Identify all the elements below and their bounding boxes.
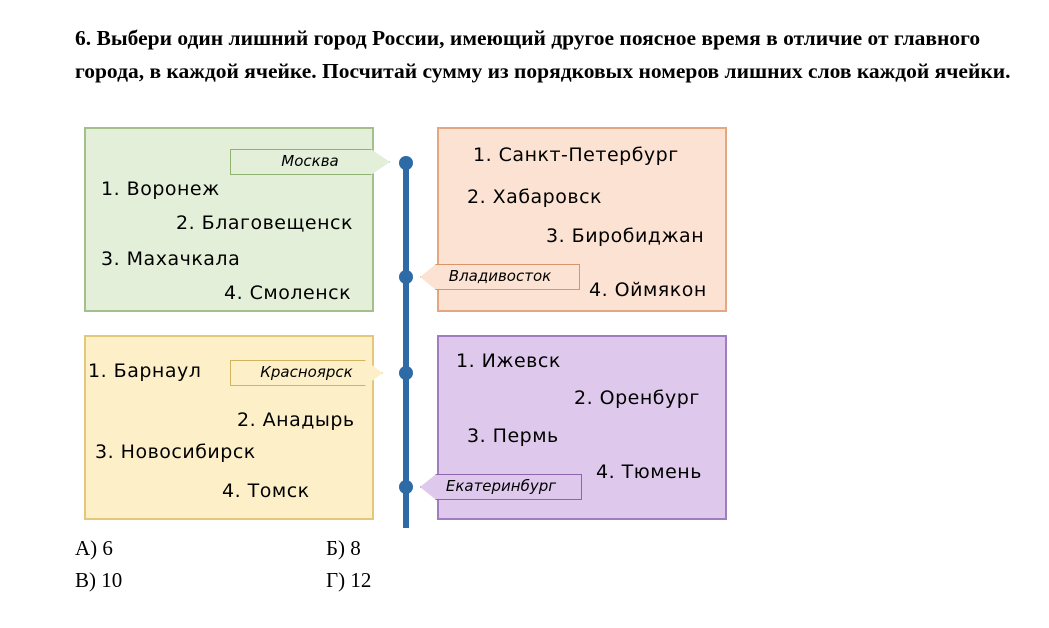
city-item: 1. Воронеж	[101, 178, 220, 200]
city-item: 3. Новосибирск	[95, 441, 256, 463]
city-item: 2. Благовещенск	[176, 212, 353, 234]
timeline-line	[403, 160, 409, 528]
answer-option-v: В) 10	[75, 568, 123, 592]
city-item: 1. Ижевск	[456, 350, 561, 372]
main-city-tag: Екатеринбург	[420, 474, 582, 500]
city-item: 2. Анадырь	[237, 409, 355, 431]
main-city-tag: Владивосток	[420, 264, 580, 290]
answer-option-a: А) 6	[75, 536, 113, 560]
answer-option-b: Б) 8	[326, 536, 361, 560]
city-item: 3. Пермь	[467, 425, 559, 447]
city-item: 2. Оренбург	[574, 387, 700, 409]
city-item: 3. Биробиджан	[546, 225, 705, 247]
timeline-dot	[399, 156, 413, 170]
timeline-dot	[399, 270, 413, 284]
timeline-dot	[399, 366, 413, 380]
city-item: 4. Тюмень	[596, 461, 702, 483]
question-text: 6. Выбери один лишний город России, имею…	[75, 26, 1011, 83]
main-city-tag: Красноярск	[230, 360, 383, 386]
answer-option-g: Г) 12	[326, 568, 372, 592]
timeline-dot	[399, 480, 413, 494]
city-item: 4. Томск	[222, 480, 310, 502]
city-item: 4. Смоленск	[224, 282, 352, 304]
city-item: 1. Санкт-Петербург	[473, 144, 679, 166]
city-item: 4. Оймякон	[589, 279, 707, 301]
main-city-tag: Москва	[230, 149, 390, 175]
city-item: 3. Махачкала	[101, 248, 241, 270]
city-item: 2. Хабаровск	[467, 186, 602, 208]
city-item: 1. Барнаул	[88, 360, 202, 382]
